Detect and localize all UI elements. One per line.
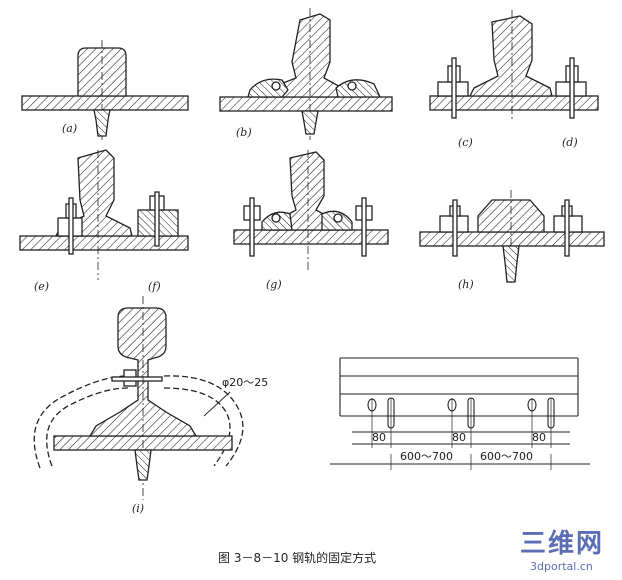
subfigure-labels: (a) (b) (c) (d) (e) (f) (g) (h) (i) (34, 122, 578, 515)
plan-view-spacing (330, 357, 590, 470)
label-e: (e) (34, 280, 49, 293)
subfigure-a (21, 40, 189, 140)
watermark-logo-text: 三维网 (520, 528, 604, 559)
watermark-logo: 三维网 3dportal.cn (520, 528, 604, 573)
label-f: (f) (148, 280, 161, 293)
watermark-site: 3dportal.cn (530, 560, 593, 573)
figure-caption: 图 3－8－10 钢轨的固定方式 (218, 550, 376, 565)
subfigure-g (233, 150, 389, 270)
bolt-diameter-label: φ20～25 (222, 376, 268, 389)
label-d: (d) (562, 136, 578, 149)
label-g: (g) (266, 278, 282, 291)
pitch-label-1: 600～700 (400, 450, 453, 463)
hole-spacing-label-2: 80 (452, 431, 466, 444)
pitch-label-2: 600～700 (480, 450, 533, 463)
label-a: (a) (62, 122, 77, 135)
hole-spacing-label-3: 80 (532, 431, 546, 444)
hole-spacing-label-1: 80 (372, 431, 386, 444)
subfigure-ef (19, 149, 189, 280)
subfigure-cd (429, 10, 599, 120)
label-b: (b) (236, 126, 252, 139)
label-h: (h) (458, 278, 474, 291)
subfigure-i (33, 296, 244, 500)
label-c: (c) (458, 136, 473, 149)
subfigure-b (219, 8, 393, 140)
subfigure-h (419, 190, 605, 286)
dimension-annotations: φ20～25 80 80 80 600～700 600～700 (222, 376, 546, 463)
label-i: (i) (132, 502, 144, 515)
